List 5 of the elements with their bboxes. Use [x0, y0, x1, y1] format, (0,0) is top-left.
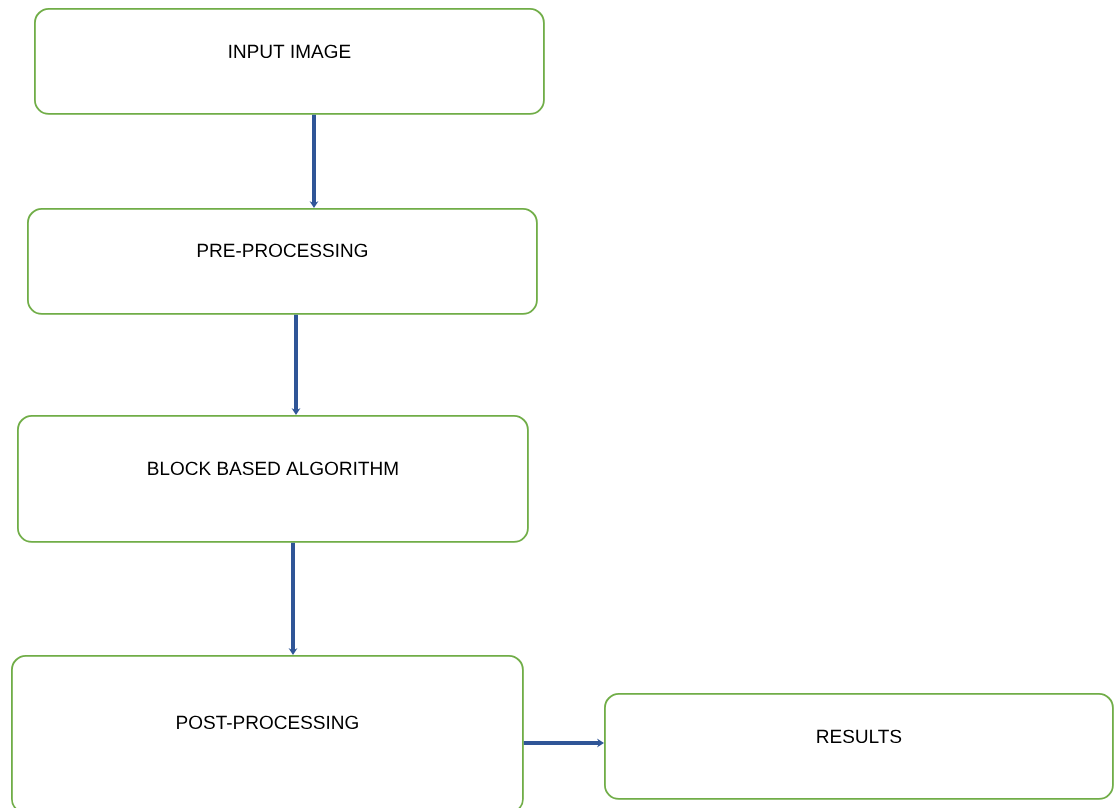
- process-box: RESULTS: [604, 693, 1114, 800]
- process-box: POST-PROCESSING: [11, 655, 524, 808]
- process-box: PRE-PROCESSING: [27, 208, 538, 315]
- process-box: INPUT IMAGE: [34, 8, 545, 115]
- process-box: BLOCK BASED ALGORITHM: [17, 415, 529, 543]
